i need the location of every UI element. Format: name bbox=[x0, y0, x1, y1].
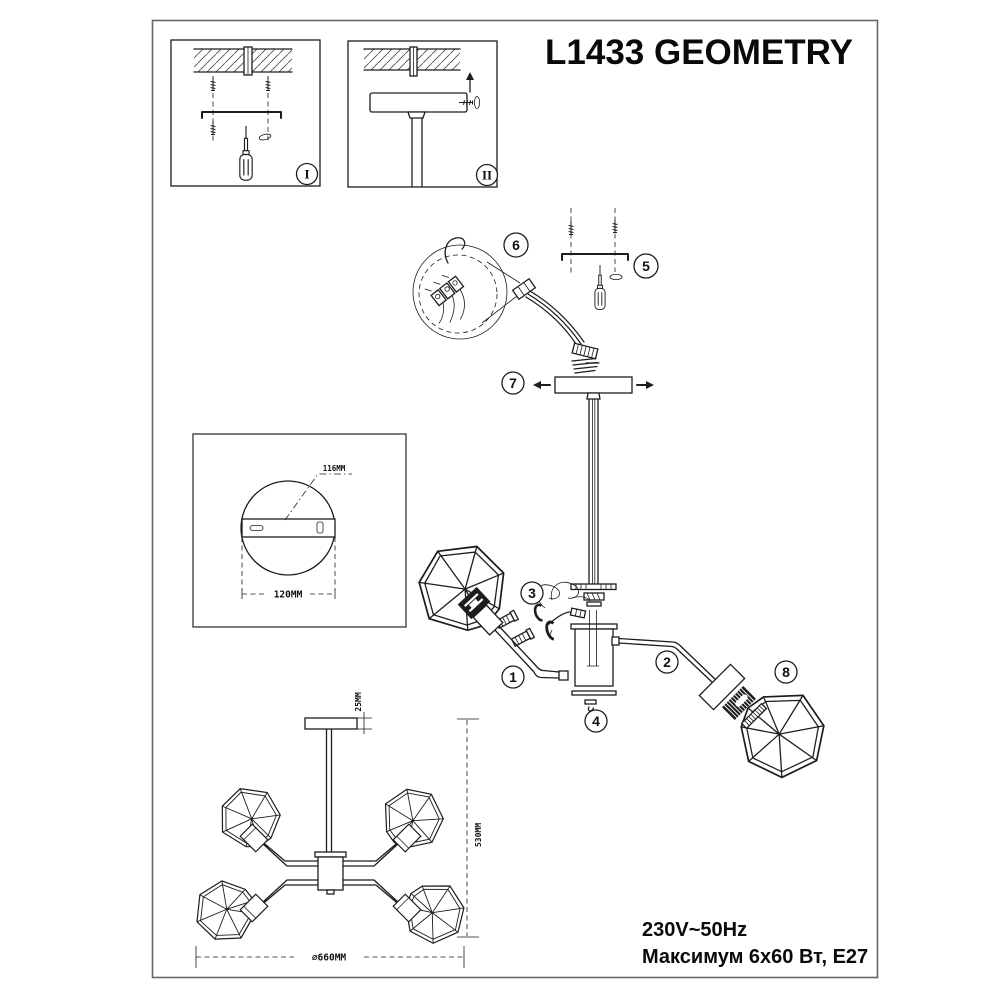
callout-3-badge: 3 bbox=[520, 581, 544, 605]
mounting-bracket bbox=[561, 253, 629, 261]
callout-6-label: 6 bbox=[512, 237, 520, 253]
callout-1-label: 1 bbox=[509, 669, 517, 685]
wire-connector bbox=[571, 342, 599, 360]
voltage-spec: 230V~50Hz bbox=[642, 919, 747, 941]
step-roman-2-badge: II bbox=[475, 163, 499, 187]
hook-icon bbox=[444, 237, 466, 264]
crossbar-bracket bbox=[570, 583, 617, 591]
canopy-plate bbox=[369, 92, 468, 113]
callout-5-label: 5 bbox=[642, 258, 650, 274]
panel-step-2: II bbox=[347, 40, 499, 188]
callout-4-badge: 4 bbox=[584, 709, 608, 733]
mounting-bracket bbox=[201, 111, 282, 119]
rotation-arrow-icon bbox=[609, 273, 623, 280]
rotation-arrow-icon bbox=[473, 96, 480, 109]
step-roman-1-badge: I bbox=[295, 162, 319, 186]
canopy-plate bbox=[554, 376, 633, 394]
lock-ring bbox=[545, 620, 555, 641]
slot-hole bbox=[249, 525, 264, 531]
canopy-height-label: 25MM bbox=[354, 692, 363, 711]
magnifier-cone bbox=[481, 261, 521, 324]
step7-canopy-drawing: 7 bbox=[501, 362, 654, 585]
keyhole bbox=[316, 521, 324, 534]
product-title: L1433 GEOMETRY bbox=[545, 33, 853, 72]
rotation-arrow-icon bbox=[258, 133, 272, 141]
arrow-right-icon bbox=[636, 381, 654, 389]
plate-width-label: 120MM bbox=[274, 590, 303, 601]
callout-7-badge: 7 bbox=[501, 371, 525, 395]
page-border bbox=[151, 19, 879, 979]
lock-ring bbox=[533, 603, 543, 622]
fixture-diameter-label: ⌀660MM bbox=[312, 953, 347, 964]
callout-7-label: 7 bbox=[509, 375, 517, 391]
dim-fixture-diameter: ⌀660MM bbox=[195, 946, 465, 968]
alignment-dashes bbox=[570, 208, 616, 275]
callout-3-label: 3 bbox=[528, 585, 536, 601]
dim-canopy-height: 25MM bbox=[352, 692, 372, 734]
stem-tube bbox=[325, 728, 333, 856]
wall-plug bbox=[409, 46, 418, 77]
center-body bbox=[314, 851, 347, 895]
bracket-bar bbox=[241, 518, 336, 538]
bottom-cover-parts bbox=[571, 690, 617, 712]
central-assembly-drawing: 4 3 1 bbox=[398, 527, 842, 791]
stem-nut bbox=[583, 592, 605, 607]
wire-ends bbox=[571, 357, 598, 374]
wire-connector bbox=[569, 607, 587, 619]
hole-spacing-label: 116MM bbox=[323, 464, 346, 473]
canopy-neck bbox=[586, 392, 601, 400]
leader-line bbox=[284, 473, 352, 521]
callout-5-badge: 5 bbox=[633, 253, 659, 279]
socket-bracket-plate bbox=[698, 663, 746, 711]
callout-4-label: 4 bbox=[592, 713, 600, 729]
mounting-plate-detail: 116MM 120MM bbox=[192, 433, 407, 628]
step6-wiring-drawing: 6 bbox=[412, 232, 599, 374]
stem-tube bbox=[588, 398, 599, 585]
arrow-left-icon bbox=[533, 381, 551, 389]
terminal-block bbox=[424, 274, 465, 324]
magnifier-inner-circle bbox=[418, 254, 498, 334]
dim-fixture-height: 530MM bbox=[457, 718, 483, 938]
callout-8-badge: 8 bbox=[774, 660, 798, 684]
assembled-fixture-drawing: 25MM 530MM ⌀660MM bbox=[184, 692, 483, 968]
ceiling-hatch bbox=[193, 48, 293, 73]
right-arm bbox=[618, 637, 717, 684]
step5-bracket-drawing: 5 bbox=[561, 208, 659, 310]
stem-tube bbox=[407, 111, 426, 187]
callout-2-label: 2 bbox=[663, 654, 671, 670]
max-power-spec: Максимум 6x60 Вт, E27 bbox=[642, 946, 868, 968]
step-roman-2-label: II bbox=[482, 168, 492, 183]
wall-plug bbox=[243, 46, 253, 76]
extension-lines bbox=[241, 537, 336, 590]
arrow-up-icon bbox=[466, 72, 474, 93]
wire-bundle bbox=[525, 290, 585, 348]
terminal-block-small bbox=[511, 277, 537, 301]
fixture-height-label: 530MM bbox=[474, 823, 483, 847]
callout-6-badge: 6 bbox=[503, 232, 529, 258]
callout-2-badge: 2 bbox=[655, 650, 679, 674]
small-screw bbox=[587, 706, 595, 712]
canopy-plate bbox=[304, 717, 358, 730]
magnifier-circle bbox=[412, 244, 508, 340]
threaded-socket bbox=[722, 686, 756, 720]
center-body bbox=[558, 610, 620, 687]
panel-step-1: I bbox=[170, 39, 321, 187]
callout-1-badge: 1 bbox=[501, 665, 525, 689]
socket-cup bbox=[472, 604, 504, 636]
step-roman-1-label: I bbox=[304, 167, 309, 182]
lamp-socket-dark bbox=[457, 586, 491, 620]
callout-8-label: 8 bbox=[782, 664, 790, 680]
ribbed-collar bbox=[740, 702, 768, 730]
